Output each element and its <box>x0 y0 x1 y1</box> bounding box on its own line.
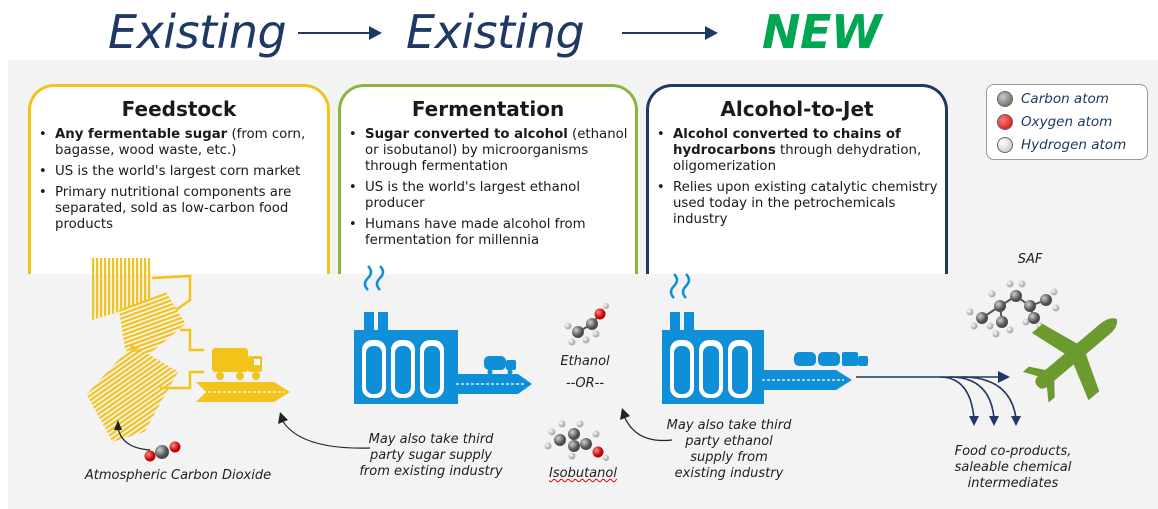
fermentation-bullet-2: US is the world's largest ethanol produc… <box>361 180 631 212</box>
feedstock-truck-icon <box>212 348 262 380</box>
stage-alcohol-to-jet: Alcohol-to-Jet Alcohol converted to chai… <box>646 84 948 274</box>
legend-hydrogen-label: Hydrogen atom <box>1021 137 1127 153</box>
fermentation-factory-icon <box>354 265 458 404</box>
fermentation-bullet-3: Humans have made alcohol from fermentati… <box>361 217 631 249</box>
ethanol-supply-arrow <box>623 415 673 442</box>
atom-legend: Carbon atom Oxygen atom Hydrogen atom <box>986 84 1148 160</box>
oxygen-atom-icon <box>997 114 1013 130</box>
alcohol-to-jet-conveyor-arrow <box>758 352 868 390</box>
legend-carbon-label: Carbon atom <box>1021 91 1109 107</box>
header-arrow-1 <box>298 26 382 40</box>
feedstock-bullet-3: Primary nutritional components are separ… <box>51 185 323 233</box>
feedstock-bullets: Any fermentable sugar (from corn, bagass… <box>39 127 323 238</box>
stage-title-alcohol-to-jet: Alcohol-to-Jet <box>720 97 874 121</box>
stage-fermentation: Fermentation Sugar converted to alcohol … <box>338 84 638 274</box>
ethanol-label: Ethanol <box>560 354 610 369</box>
header-arrow-2 <box>622 26 718 40</box>
fermentation-bullet-1: Sugar converted to alcohol (ethanol or i… <box>361 127 631 175</box>
saf-label: SAF <box>1017 252 1043 267</box>
crop-fields-icon <box>86 258 204 442</box>
stage-title-feedstock: Feedstock <box>121 97 237 121</box>
sugar-supply-arrow <box>281 419 371 449</box>
co2-molecule-icon <box>144 441 181 462</box>
co-products-label: Food co-products, saleable chemical inte… <box>954 444 1072 491</box>
stage-feedstock: Feedstock Any fermentable sugar (from co… <box>28 84 330 274</box>
or-label: --OR-- <box>565 376 605 391</box>
legend-oxygen: Oxygen atom <box>997 112 1112 132</box>
legend-hydrogen: Hydrogen atom <box>997 135 1126 155</box>
feedstock-bullet-1: Any fermentable sugar (from corn, bagass… <box>51 127 323 159</box>
ethanol-molecule-icon <box>564 303 609 346</box>
fermentation-bullets: Sugar converted to alcohol (ethanol or i… <box>349 127 631 254</box>
alcohol-to-jet-bullets: Alcohol converted to chains of hydrocarb… <box>657 127 941 233</box>
isobutanol-label: Isobutanol <box>549 466 617 481</box>
legend-oxygen-label: Oxygen atom <box>1021 114 1113 130</box>
alcohol-to-jet-bullet-2: Relies upon existing catalytic chemistry… <box>669 180 941 228</box>
feedstock-bullet-2: US is the world's largest corn market <box>51 164 323 180</box>
isobutanol-molecule-icon <box>544 420 609 461</box>
header-step-existing-1: Existing <box>108 5 287 59</box>
hydrogen-atom-icon <box>997 137 1013 153</box>
header-step-new: NEW <box>762 5 882 59</box>
carbon-atom-icon <box>997 91 1013 107</box>
stage-title-fermentation: Fermentation <box>411 97 565 121</box>
atmospheric-co2-label: Atmospheric Carbon Dioxide <box>84 468 272 483</box>
fermentation-conveyor-arrow <box>452 356 532 394</box>
third-party-sugar-label: May also take third party sugar supply f… <box>359 432 503 479</box>
saf-molecule-icon <box>966 280 1060 338</box>
feedstock-conveyor-arrow <box>196 382 290 402</box>
header-step-existing-2: Existing <box>406 5 585 59</box>
alcohol-to-jet-factory-icon <box>662 273 764 404</box>
alcohol-to-jet-bullet-1: Alcohol converted to chains of hydrocarb… <box>669 127 941 175</box>
third-party-ethanol-label: May also take third party ethanol supply… <box>666 418 792 481</box>
output-flow-arrows <box>856 376 1017 419</box>
co2-uptake-arrow <box>117 427 151 451</box>
airplane-icon <box>1022 318 1118 403</box>
legend-carbon: Carbon atom <box>997 89 1109 109</box>
